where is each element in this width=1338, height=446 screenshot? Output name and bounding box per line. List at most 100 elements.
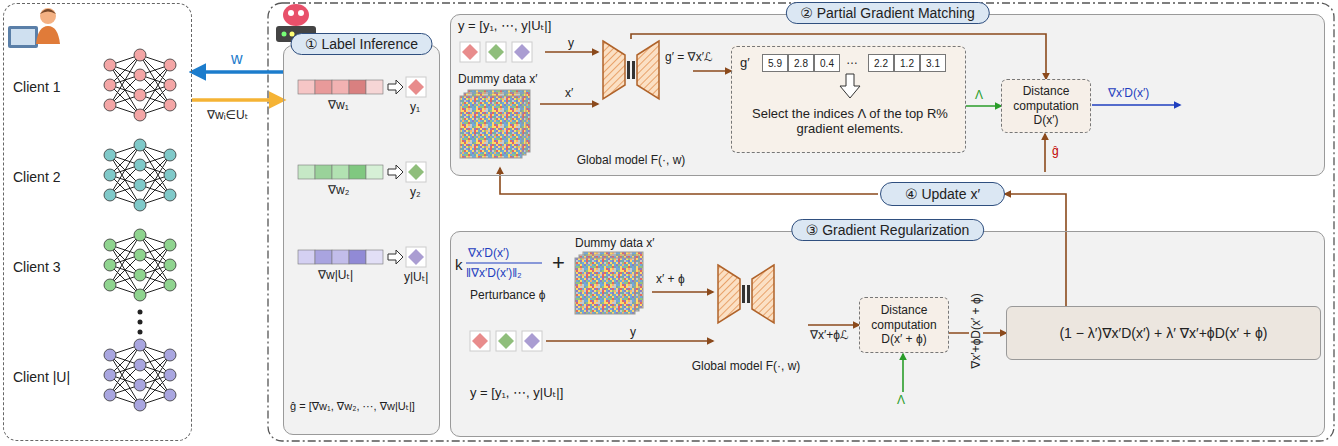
network-unit <box>134 179 146 191</box>
label-icon <box>486 42 506 62</box>
node-text: (1 − λ′)∇x′D(x′) + λ′ ∇x′+ϕD(x′ + ϕ) <box>1059 325 1267 341</box>
hollow-arrow <box>388 165 403 179</box>
network-unit <box>164 259 176 271</box>
dashed-box-fill <box>730 45 965 152</box>
annotation-label: ∇w₂ <box>328 183 349 197</box>
input-arrow <box>540 103 598 105</box>
node-text: Client 1 <box>13 79 60 95</box>
latent-bar <box>632 61 635 79</box>
network-unit <box>134 359 146 371</box>
network-unit <box>134 249 146 261</box>
node-text: Distance computation D(x′ + ϕ) <box>862 303 946 346</box>
mask-arrow <box>902 354 904 392</box>
process-box: (1 − λ′)∇x′D(x′) + λ′ ∇x′+ϕD(x′ + ϕ) <box>1006 306 1321 360</box>
node-text: ④ Update x′ <box>905 186 980 202</box>
gradient-cell <box>298 165 315 179</box>
label-icon <box>512 42 532 62</box>
connector-label: ∇x′+ϕD(x′ + ϕ) <box>969 292 983 369</box>
label-icon-diamond <box>408 79 424 95</box>
hollow-arrow <box>388 250 403 264</box>
network-unit <box>104 99 116 111</box>
annotation-label: y = [y₁, ⋯, y|Uₜ|] <box>470 385 563 400</box>
annotation-label: Dummy data x′ <box>575 236 655 250</box>
gradient-cell <box>315 165 332 179</box>
network-unit <box>164 149 176 161</box>
label-icon <box>496 331 516 351</box>
gradient-cell: 0.4 <box>814 54 840 72</box>
network-unit <box>104 279 116 291</box>
server-monster <box>283 4 309 26</box>
gradient-cell: 5.9 <box>762 54 788 72</box>
network-unit <box>134 109 146 121</box>
dummy-image <box>575 258 635 314</box>
node-text: 2.8 <box>794 58 808 69</box>
network-unit <box>134 89 146 101</box>
network-unit <box>164 59 176 71</box>
network-unit <box>104 149 116 161</box>
label-icon-diamond <box>498 333 514 349</box>
gradient-cell: 1.2 <box>894 54 920 72</box>
annotation-label: Dummy data x′ <box>458 72 538 86</box>
monster-eye <box>288 10 294 16</box>
ellipsis-dot <box>138 320 143 325</box>
network-unit <box>164 189 176 201</box>
connector-label: g′ = ∇x′ℒ <box>664 50 714 64</box>
user-body <box>36 26 60 44</box>
annotation-label: Perturbance ϕ <box>470 288 545 302</box>
label-icon <box>460 42 480 62</box>
latent-bar <box>742 285 745 303</box>
encoder-shape <box>603 41 625 99</box>
annotation-label: y₁ <box>410 100 420 114</box>
model-block: Global model F(·, w) <box>684 263 808 373</box>
gradient-cell <box>366 165 383 179</box>
panel-fill <box>283 45 440 435</box>
node-text: 0.4 <box>820 58 834 69</box>
annotation-label: y = [y₁, ⋯, y|Uₜ|] <box>458 18 551 33</box>
annotation-label: + <box>552 252 565 274</box>
network-unit <box>104 369 116 381</box>
node-text: Global model F(·, w) <box>577 153 686 167</box>
connector <box>693 70 731 72</box>
connector-label: ∇x′+ϕℒ <box>809 328 850 342</box>
network-unit <box>134 289 146 301</box>
monitor <box>8 26 38 48</box>
annotation-label: x′ + ϕ <box>656 272 685 286</box>
connector <box>808 324 859 326</box>
step-pill: ④ Update x′ <box>880 182 1005 206</box>
decoder-shape <box>752 265 774 323</box>
network-unit <box>134 379 146 391</box>
gradient-cell: 3.1 <box>920 54 946 72</box>
annotation-label: ∇w|Uₜ| <box>318 268 353 282</box>
connector <box>1005 194 1066 306</box>
stage-panel: ② Partial Gradient MatchingGlobal model … <box>450 14 1325 176</box>
annotation-label: ∇x′D(x′) <box>468 246 509 260</box>
network-unit <box>134 69 146 81</box>
monster-eye <box>298 10 304 16</box>
gradient-cell <box>349 165 366 179</box>
network-unit <box>104 59 116 71</box>
gradient-cell: 2.2 <box>868 54 894 72</box>
gradient-cell <box>332 80 349 94</box>
fraction-bar <box>466 263 542 264</box>
node-text: Distance computation D(x′) <box>1004 84 1088 127</box>
label-icon-diamond <box>472 333 488 349</box>
connector <box>192 70 283 74</box>
panel-fill <box>450 14 1325 176</box>
label-icon-diamond <box>462 44 478 60</box>
ellipsis-dot <box>138 310 143 315</box>
user-hair <box>40 9 56 14</box>
panel-heading: ① Label Inference <box>290 33 433 55</box>
gradient-cell <box>349 80 366 94</box>
connector-label: ∇wᵢ∈Uₜ <box>206 108 249 122</box>
network-unit <box>104 349 116 361</box>
panel-heading: ② Partial Gradient Matching <box>785 2 989 24</box>
network-unit <box>104 79 116 91</box>
process-box: Distance computation D(x′) <box>1001 79 1091 133</box>
hollow-down-arrow <box>840 74 860 98</box>
annotation-label: k <box>455 256 463 273</box>
connector <box>631 34 1046 79</box>
network-unit <box>164 239 176 251</box>
annotation-label: y <box>568 36 574 50</box>
